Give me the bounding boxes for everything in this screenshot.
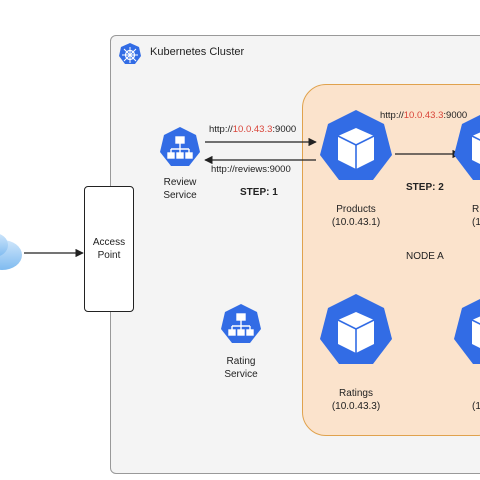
node-a-box	[302, 84, 480, 436]
rating-service-line1: Rating	[226, 356, 256, 367]
right-pod-top-name: R	[472, 204, 480, 215]
ratings-pod-label: Ratings (10.0.43.3)	[316, 387, 396, 413]
response-1-label: http://reviews:9000	[211, 164, 291, 175]
rating-service-label: Rating Service	[211, 355, 271, 381]
step-2-label: STEP: 2	[406, 182, 444, 193]
right-pod-bottom-ip: (1	[472, 401, 480, 412]
right-pod-bottom-label: (1	[472, 400, 480, 413]
review-service-line2: Service	[163, 190, 197, 201]
step-1-label: STEP: 1	[240, 187, 278, 198]
right-pod-top-label: R (1	[472, 203, 480, 229]
request-1-label: http://10.0.43.3:9000	[209, 124, 297, 135]
products-pod-ip: (10.0.43.1)	[331, 217, 381, 228]
cluster-title: Kubernetes Cluster	[150, 46, 245, 58]
ratings-pod-ip: (10.0.43.3)	[331, 401, 381, 412]
access-point-box[interactable]: Access Point	[84, 186, 134, 312]
products-pod-label: Products (10.0.43.1)	[316, 203, 396, 229]
access-point-label: Access Point	[92, 237, 126, 261]
right-pod-top-ip: (1	[472, 217, 480, 228]
ratings-pod-name: Ratings	[339, 388, 373, 399]
products-pod-name: Products	[336, 204, 376, 215]
review-service-label: Review Service	[150, 176, 210, 202]
rating-service-line2: Service	[224, 369, 258, 380]
request-2-label: http://10.0.43.3:9000	[380, 110, 468, 121]
review-service-line1: Review	[163, 177, 197, 188]
node-label: NODE A	[406, 251, 444, 262]
